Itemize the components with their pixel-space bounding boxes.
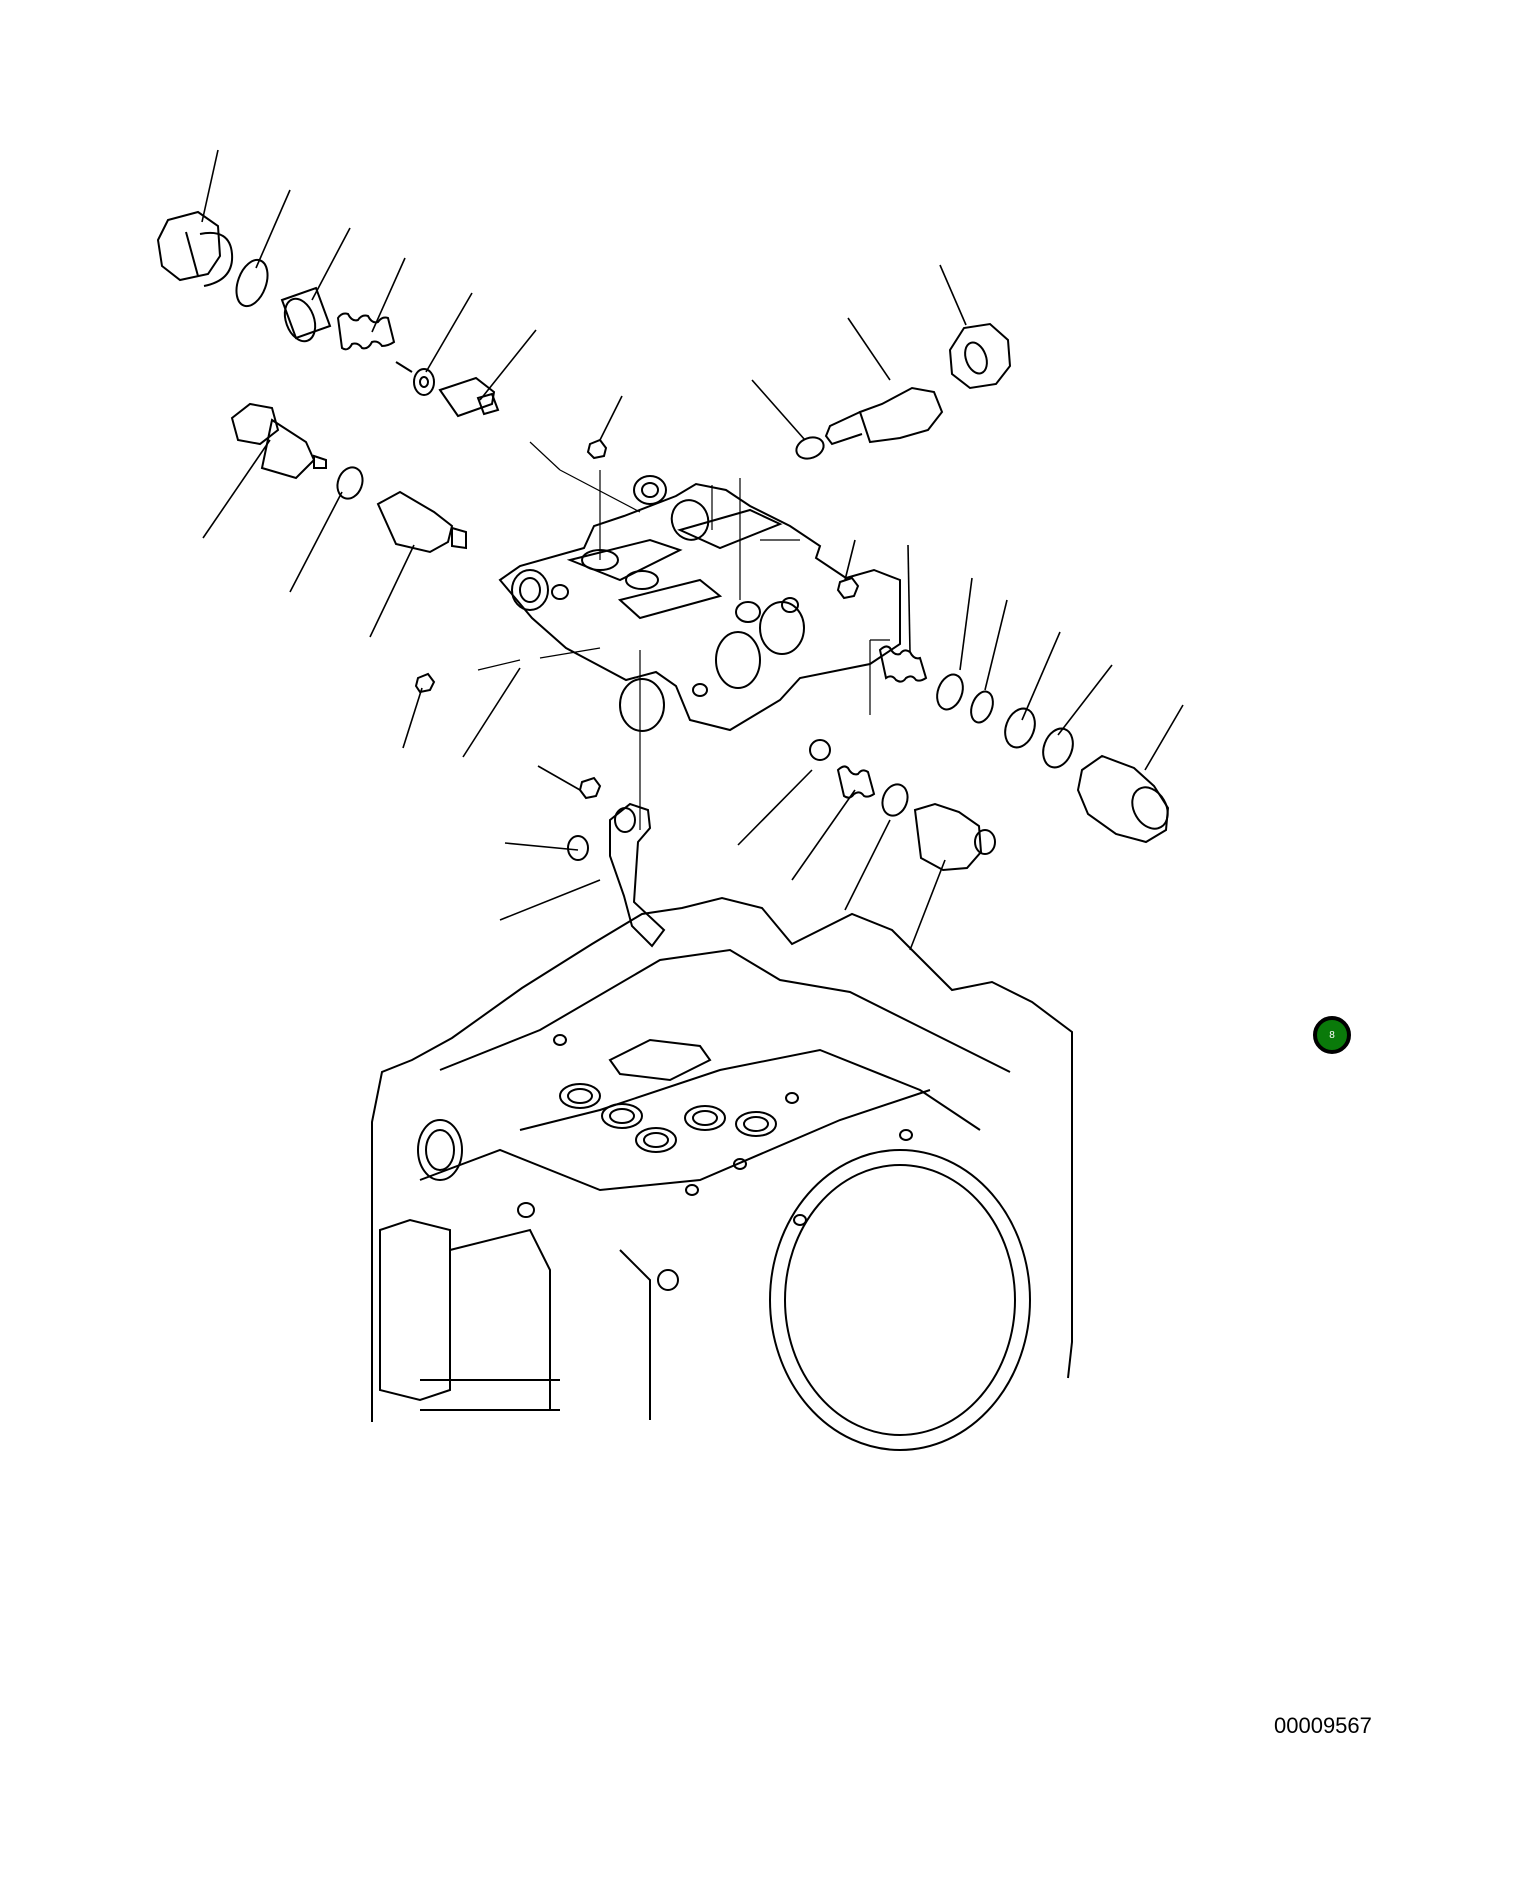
assembly-lines <box>477 441 890 830</box>
sleeve <box>280 286 332 343</box>
leader-lines <box>201 149 1184 951</box>
hotspot-marker[interactable]: 8 <box>1313 1016 1351 1054</box>
spool <box>438 376 500 418</box>
hotspot-marker-label: 8 <box>1329 1029 1335 1041</box>
plug <box>809 739 831 761</box>
valve-body <box>498 475 901 732</box>
relief-valve-left <box>230 402 327 480</box>
spring-lower <box>836 765 876 799</box>
o-ring <box>795 436 825 460</box>
backup-ring <box>936 673 964 711</box>
valve-cartridge <box>376 490 467 554</box>
piston <box>395 361 435 396</box>
adjust-screw <box>824 386 944 446</box>
o-ring <box>881 783 909 817</box>
ring <box>1004 707 1036 749</box>
spring-right <box>878 645 928 683</box>
o-ring <box>235 258 269 308</box>
small-plugs <box>414 438 860 800</box>
lever <box>609 802 666 948</box>
o-ring <box>970 690 994 724</box>
pump-housing <box>371 896 1073 1451</box>
o-ring <box>1042 727 1074 769</box>
bushing <box>567 835 589 861</box>
relief-cartridge-right <box>1076 754 1170 844</box>
nut <box>948 322 1012 390</box>
spring <box>336 312 396 351</box>
o-ring <box>336 466 364 500</box>
plug-right <box>913 802 996 872</box>
plug-bolt <box>156 210 234 287</box>
figure-number: 00009567 <box>1274 1713 1372 1738</box>
